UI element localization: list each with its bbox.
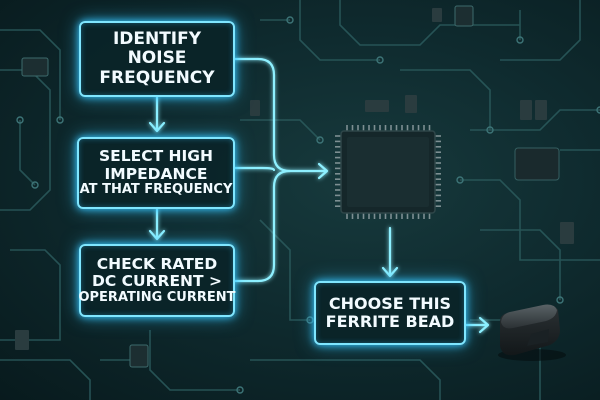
step-text: NOISE bbox=[127, 48, 187, 69]
arrow-right-icon bbox=[317, 162, 329, 180]
step-text: SELECT HIGH bbox=[99, 147, 213, 166]
arrow-down-icon bbox=[148, 229, 166, 241]
microchip-icon bbox=[335, 125, 441, 219]
arrow-down-icon bbox=[381, 266, 399, 278]
step-select-high-impedance: SELECT HIGH IMPEDANCE AT THAT FREQUENCY bbox=[77, 137, 235, 209]
arrow-right-icon bbox=[478, 316, 490, 334]
step-text: IDENTIFY bbox=[112, 29, 202, 50]
ferrite-bead-icon bbox=[498, 304, 566, 361]
step-text: FREQUENCY bbox=[99, 67, 215, 88]
step-check-rated-current: CHECK RATED DC CURRENT > OPERATING CURRE… bbox=[78, 244, 236, 317]
result-choose-ferrite-bead: CHOOSE THIS FERRITE BEAD bbox=[314, 281, 466, 345]
step-text: OPERATING CURRENT bbox=[78, 289, 236, 305]
result-text: FERRITE BEAD bbox=[325, 312, 455, 331]
step-text: CHECK RATED bbox=[96, 254, 218, 273]
arrow-down-icon bbox=[148, 121, 166, 133]
step-text: DC CURRENT > bbox=[92, 272, 222, 291]
step-text: IMPEDANCE bbox=[104, 164, 208, 183]
step-text: AT THAT FREQUENCY bbox=[79, 182, 233, 198]
flow-connectors bbox=[155, 57, 488, 327]
smd-component-icon bbox=[15, 5, 574, 368]
step-identify-noise-frequency: IDENTIFY NOISE FREQUENCY bbox=[79, 21, 235, 97]
arrowheads bbox=[148, 121, 490, 334]
result-text: CHOOSE THIS bbox=[328, 294, 452, 314]
pcb-vias bbox=[16, 16, 600, 394]
